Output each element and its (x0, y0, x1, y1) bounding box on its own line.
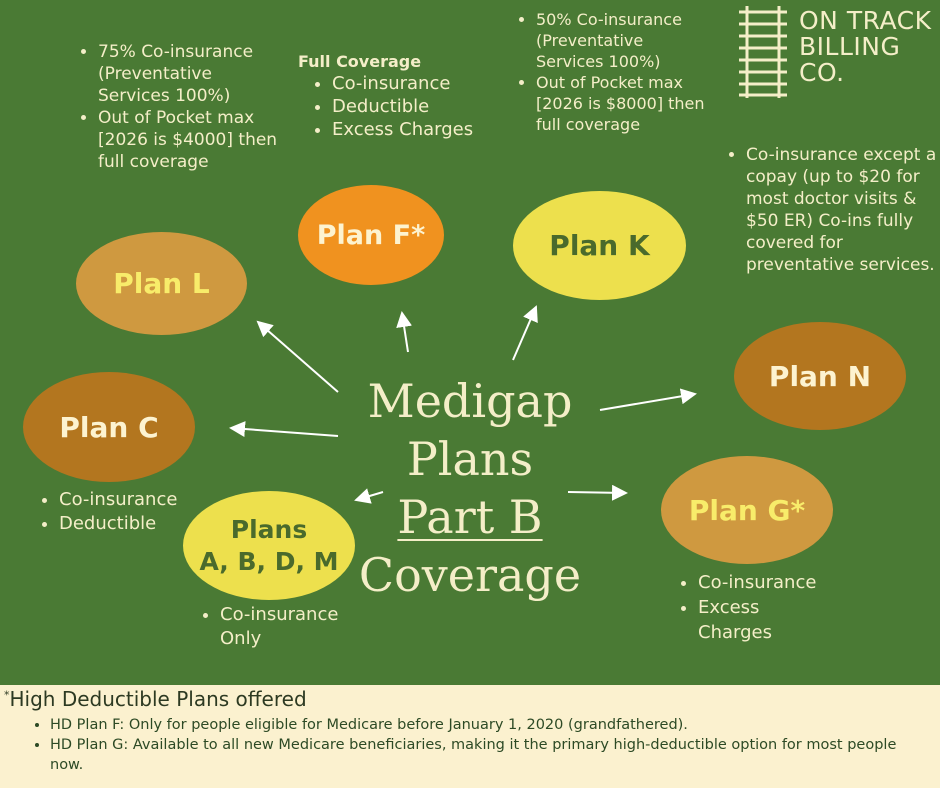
footer-list: HD Plan F: Only for people eligible for … (30, 715, 930, 775)
plan-f-heading: Full Coverage (298, 52, 422, 71)
logo-line-3: CO. (799, 58, 845, 87)
plans-abdm-notes: Co-insurance Only (200, 603, 350, 651)
plan-l-note-2: Out of Pocket max [2026 is $4000] then f… (98, 107, 283, 173)
railroad-track-icon (739, 6, 787, 98)
plan-k-note-2: Out of Pocket max [2026 is $8000] then f… (536, 72, 711, 135)
footer-item-1: HD Plan F: Only for people eligible for … (50, 715, 930, 735)
plan-f-bubble: Plan F* (298, 185, 444, 285)
plan-g-label: Plan G* (688, 493, 806, 527)
plan-k-note-1: 50% Co-insurance (Preventative Services … (536, 9, 711, 72)
plan-n-note-1: Co-insurance except a copay (up to $20 f… (746, 144, 940, 276)
center-title: Medigap Plans Part B Coverage (345, 372, 595, 604)
plan-f-notes: Co-insurance Deductible Excess Charges (312, 72, 507, 141)
arrow-to-plan-l (256, 320, 339, 393)
logo-line-1: ON TRACK (799, 6, 932, 35)
plan-k-bubble: Plan K (513, 191, 686, 300)
company-logo: ON TRACK BILLING CO. (735, 4, 935, 100)
plan-c-notes: Co-insurance Deductible (39, 488, 204, 536)
center-title-line-1: Medigap (367, 374, 573, 428)
plan-c-bubble: Plan C (23, 372, 195, 482)
plan-f-note-2: Deductible (332, 95, 507, 118)
plan-g-notes: Co-insurance Excess Charges (678, 570, 838, 645)
plan-n-notes: Co-insurance except a copay (up to $20 f… (726, 144, 940, 276)
center-title-line-2: Plans (406, 432, 534, 486)
arrow-to-plan-g (567, 484, 628, 501)
footer-asterisk: * (4, 688, 10, 702)
plan-g-note-2: Excess Charges (698, 595, 838, 645)
plan-l-label: Plan L (113, 267, 210, 300)
arrow-to-plan-c (229, 421, 339, 438)
plan-f-note-1: Co-insurance (332, 72, 507, 95)
plan-l-note-1: 75% Co-insurance (Preventative Services … (98, 41, 283, 107)
plan-k-notes: 50% Co-insurance (Preventative Services … (516, 9, 711, 135)
footer-title: *High Deductible Plans offered (4, 687, 307, 711)
plan-c-note-1: Co-insurance (59, 488, 204, 512)
plan-f-note-3: Excess Charges (332, 118, 507, 141)
center-title-line-3: Part B (397, 490, 543, 544)
plans-abdm-bubble: Plans A, B, D, M (183, 491, 355, 600)
plans-abdm-note-1: Co-insurance Only (220, 603, 350, 651)
plans-abdm-label-line-1: Plans (230, 514, 308, 544)
arrow-to-plan-f (396, 311, 413, 353)
plan-f-label: Plan F* (316, 219, 426, 251)
arrow-to-plan-n (599, 388, 697, 411)
plan-n-bubble: Plan N (734, 322, 906, 430)
plan-l-bubble: Plan L (76, 232, 247, 335)
plan-n-label: Plan N (768, 359, 872, 393)
footer-panel: *High Deductible Plans offered HD Plan F… (0, 685, 940, 788)
logo-line-2: BILLING (799, 32, 901, 61)
plan-g-note-1: Co-insurance (698, 570, 838, 595)
plan-g-bubble: Plan G* (661, 456, 833, 564)
footer-item-2: HD Plan G: Available to all new Medicare… (50, 735, 930, 775)
center-title-line-4: Coverage (358, 548, 582, 602)
logo-wordmark: ON TRACK BILLING CO. (799, 8, 931, 86)
footer-title-text: High Deductible Plans offered (9, 687, 307, 711)
plan-c-label: Plan C (59, 410, 159, 444)
plan-k-label: Plan K (549, 229, 650, 262)
plans-abdm-label-line-2: A, B, D, M (199, 546, 339, 576)
arrow-to-plan-k (512, 305, 538, 361)
plan-c-note-2: Deductible (59, 512, 204, 536)
arrow-to-plans-abdm (354, 488, 384, 504)
plan-l-notes: 75% Co-insurance (Preventative Services … (78, 41, 283, 173)
